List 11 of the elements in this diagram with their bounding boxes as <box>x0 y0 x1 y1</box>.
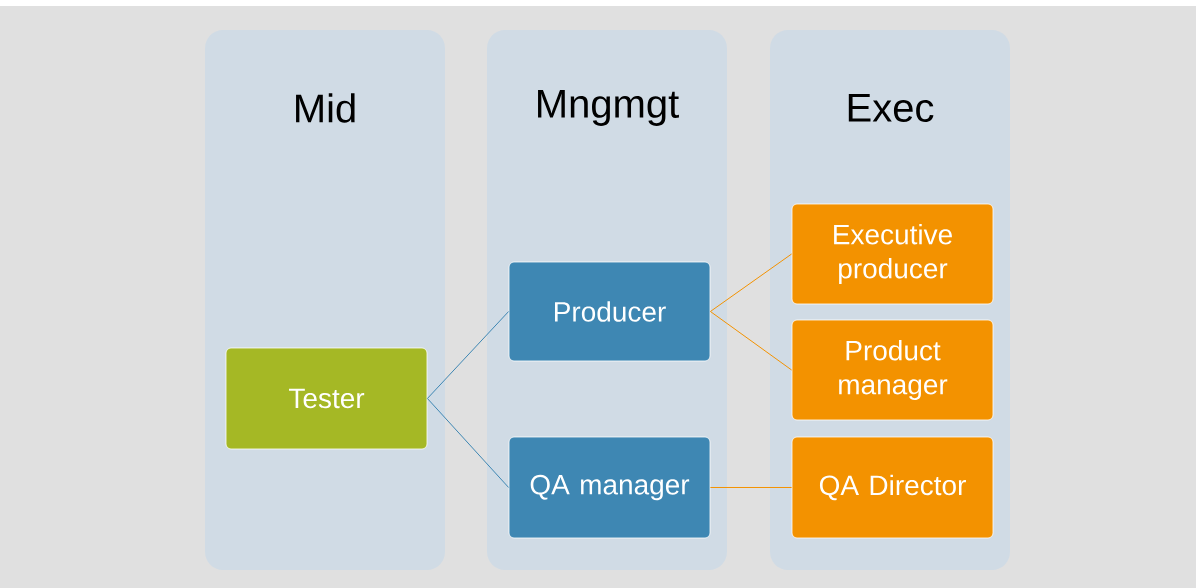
connector-line <box>709 311 793 371</box>
role-box: QA manager <box>508 436 711 539</box>
connector-line <box>426 311 510 399</box>
role-box: QA Director <box>791 436 994 539</box>
role-box: Producer <box>508 261 711 362</box>
connector-line <box>709 253 793 312</box>
role-box: Executive producer <box>791 203 994 305</box>
connector-line <box>709 487 793 488</box>
role-box: Product manager <box>791 319 994 421</box>
role-box: Tester <box>225 347 428 450</box>
connector-line <box>426 398 510 488</box>
